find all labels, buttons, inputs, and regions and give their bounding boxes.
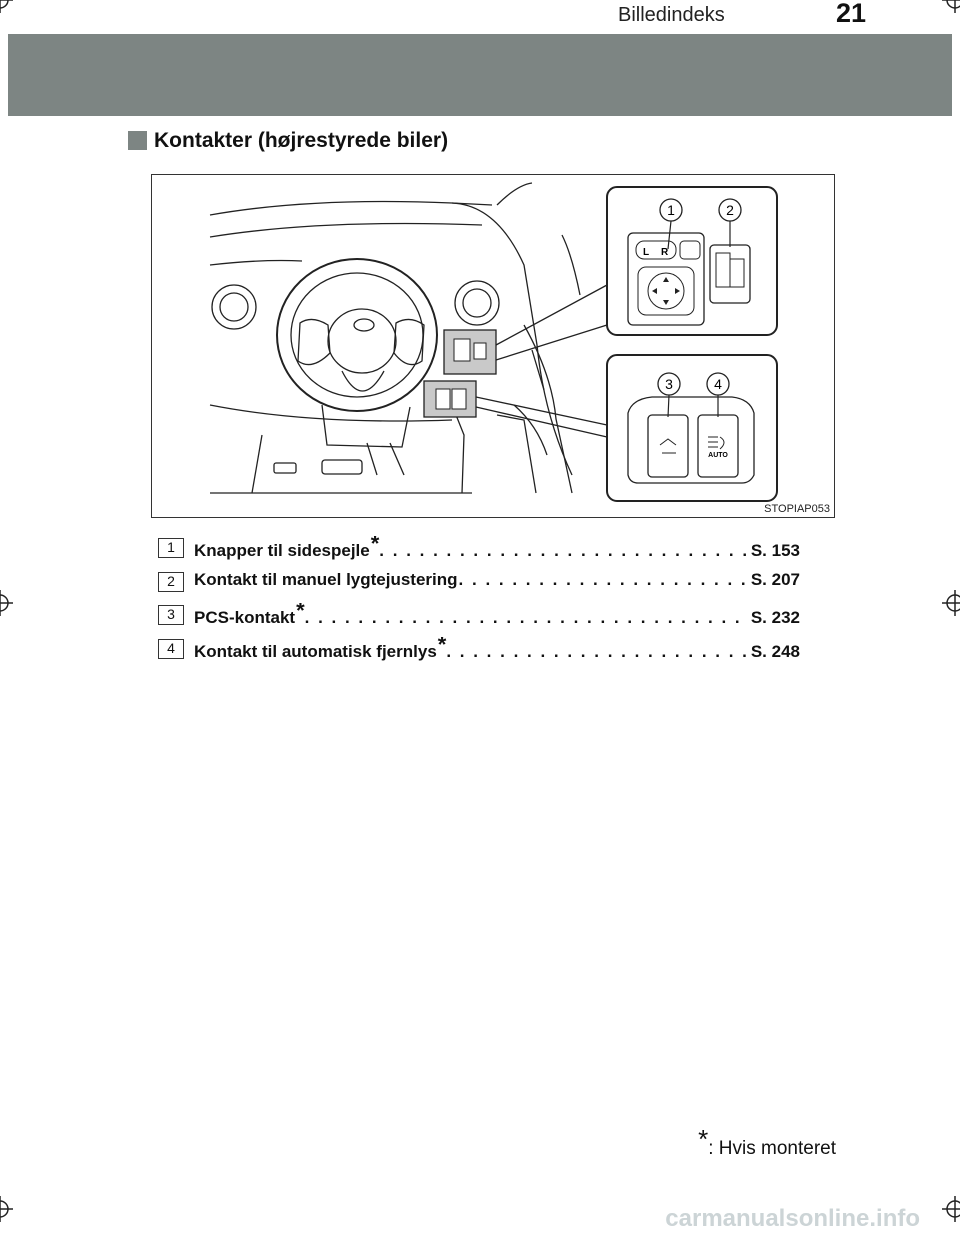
header-band xyxy=(8,34,952,116)
mirror-left-label: L xyxy=(643,247,649,258)
leader-dots xyxy=(446,642,747,662)
item-number-badge: 2 xyxy=(158,572,184,592)
header-title: Billedindeks xyxy=(618,4,725,26)
page-number: 21 xyxy=(836,0,867,28)
section-title: Kontakter (højrestyrede biler) xyxy=(154,129,449,152)
section-marker-icon xyxy=(128,131,147,150)
callout-1: 1 xyxy=(667,202,675,218)
item-label: Kontakt til automatisk fjernlys xyxy=(194,642,437,661)
item-star: * xyxy=(370,536,380,556)
registration-mark-icon xyxy=(942,590,960,616)
item-label: Kontakt til manuel lygtejustering xyxy=(194,570,458,589)
item-number-badge: 4 xyxy=(158,639,184,659)
callout-4: 4 xyxy=(714,376,722,392)
figure-id: STOPIAP053 xyxy=(764,503,830,515)
header-strip xyxy=(8,0,952,34)
leader-dots xyxy=(459,570,747,590)
footnote: *: Hvis monteret xyxy=(698,1124,836,1161)
page-reference: S. 207 xyxy=(750,570,800,589)
list-item: 4 Kontakt til automatisk fjernlys* S. 24… xyxy=(158,637,800,665)
leader-dots xyxy=(379,541,747,561)
watermark: carmanualsonline.info xyxy=(665,1205,920,1232)
registration-mark-icon xyxy=(0,1196,13,1222)
dashboard-illustration: L R 1 2 AUTO 3 4 STOPIAP053 xyxy=(151,174,835,518)
registration-mark-icon xyxy=(942,0,960,13)
registration-mark-icon xyxy=(942,1196,960,1222)
list-item: 3 PCS-kontakt* S. 232 xyxy=(158,603,800,631)
item-label: PCS-kontakt xyxy=(194,608,296,627)
item-number-badge: 3 xyxy=(158,605,184,625)
callout-2: 2 xyxy=(726,202,734,218)
registration-mark-icon xyxy=(0,590,13,616)
footnote-star: * xyxy=(698,1124,709,1154)
item-label: Knapper til sidespejle xyxy=(194,541,370,560)
page-reference: S. 153 xyxy=(750,541,800,560)
registration-mark-icon xyxy=(0,0,13,13)
auto-label: AUTO xyxy=(708,452,728,459)
list-item: 2 Kontakt til manuel lygtejustering S. 2… xyxy=(158,570,800,598)
item-star: * xyxy=(437,637,447,657)
page-reference: S. 248 xyxy=(750,642,800,661)
list-item: 1 Knapper til sidespejle* S. 153 xyxy=(158,536,800,564)
dashboard-drawing: L R 1 2 AUTO 3 4 xyxy=(209,182,778,502)
callout-3: 3 xyxy=(665,376,673,392)
leader-dots xyxy=(305,608,747,628)
mirror-right-label: R xyxy=(661,247,669,258)
footnote-text: : Hvis monteret xyxy=(708,1138,836,1159)
item-number-badge: 1 xyxy=(158,538,184,558)
page-reference: S. 232 xyxy=(750,608,800,627)
item-star: * xyxy=(296,603,305,623)
